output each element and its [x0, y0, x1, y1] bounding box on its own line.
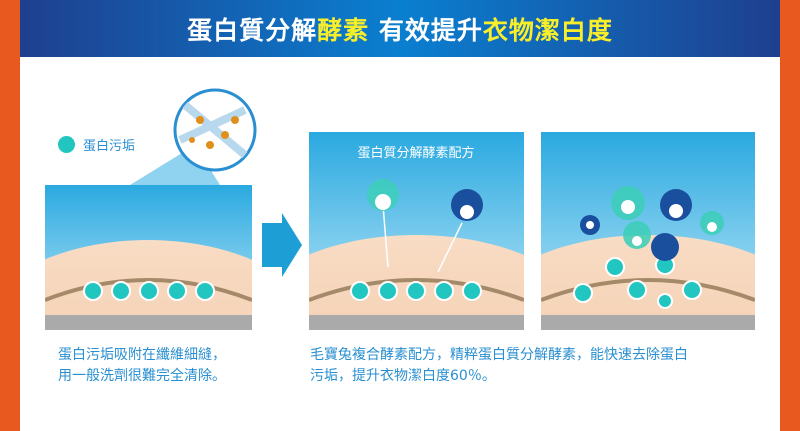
- caption-line: 污垢，提升衣物潔白度60％。: [310, 368, 496, 384]
- enzyme-caption: 毛寶兔複合酵素配方，精粹蛋白質分解酵素，能快速去除蛋白污垢，提升衣物潔白度60％…: [310, 345, 688, 387]
- arrow-icon: [262, 213, 302, 277]
- enzyme-formula-label: 蛋白質分解酵素配方: [357, 145, 474, 161]
- page-header: 蛋白質分解酵素 有效提升衣物潔白度: [20, 0, 780, 57]
- page-frame: 蛋白質分解酵素 有效提升衣物潔白度 蛋白污垢 蛋白質分解酵素配方: [20, 0, 780, 431]
- legend-label: 蛋白污垢: [83, 139, 136, 154]
- caption-line: 用一般洗劑很難完全清除。: [58, 368, 226, 384]
- protein-stain-icon: [58, 136, 75, 153]
- title-text: 有效提升: [369, 15, 483, 45]
- panel-stain: [45, 185, 252, 330]
- panel-result: [541, 132, 755, 330]
- title-highlight: 衣物潔白度: [482, 15, 613, 45]
- title-text: 蛋白質分解: [187, 15, 318, 45]
- panel-enzyme: [309, 132, 524, 330]
- caption-line: 蛋白污垢吸附在纖維細縫，: [58, 347, 226, 363]
- caption-line: 毛寶兔複合酵素配方，精粹蛋白質分解酵素，能快速去除蛋白: [310, 347, 688, 363]
- legend: 蛋白污垢: [58, 135, 135, 154]
- title-highlight: 酵素: [317, 15, 370, 45]
- illustration: 蛋白質分解酵素配方: [45, 88, 755, 330]
- stain-caption: 蛋白污垢吸附在纖維細縫， 用一般洗劑很難完全清除。: [58, 345, 226, 387]
